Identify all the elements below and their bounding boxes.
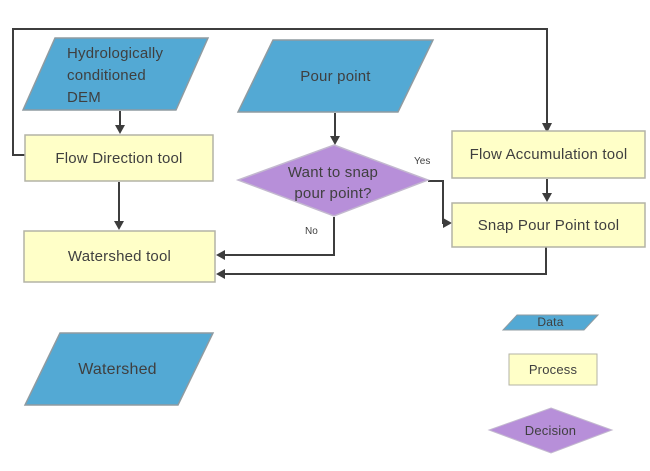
arrowhead-into-watershed-tool-right-1 bbox=[216, 250, 225, 260]
edge-flow-direction-to-flow-accumulation bbox=[12, 28, 548, 156]
edge-snap-pour-point-to-watershed-tool bbox=[225, 246, 547, 275]
arrowhead-into-watershed-tool-top bbox=[114, 221, 124, 230]
legend-decision-diamond bbox=[487, 407, 614, 454]
arrowhead-into-snap-pour-point-left bbox=[443, 218, 452, 228]
node-watershed-tool-rect bbox=[23, 230, 216, 283]
edge-label-no: No bbox=[305, 226, 318, 237]
arrowhead-into-decision bbox=[330, 136, 340, 145]
flow-accumulation-label: Flow Accumulation tool bbox=[469, 146, 628, 163]
arrowhead-into-snap-pour-point-top bbox=[542, 193, 552, 202]
node-snap-pour-point-rect bbox=[451, 202, 646, 248]
node-dem-parallelogram bbox=[21, 37, 210, 111]
legend-process-rect bbox=[508, 353, 598, 386]
legend-decision-label: Decision bbox=[524, 423, 577, 438]
node-pour-point-parallelogram bbox=[236, 39, 435, 113]
watershed-tool-label: Watershed tool bbox=[67, 248, 172, 265]
node-decision-diamond bbox=[235, 144, 431, 217]
node-watershed-parallelogram bbox=[23, 332, 215, 406]
watershed-label: Watershed bbox=[78, 360, 157, 378]
edge-label-yes: Yes bbox=[414, 156, 431, 167]
flow-direction-label: Flow Direction tool bbox=[55, 149, 183, 167]
legend-data-label: Data bbox=[537, 314, 564, 329]
legend-process-label: Process bbox=[528, 362, 578, 377]
node-flow-accumulation-rect bbox=[451, 130, 646, 179]
node-flow-direction-rect bbox=[24, 134, 214, 182]
arrowhead-into-watershed-tool-right-2 bbox=[216, 269, 225, 279]
edge-decision-yes-to-snap-pour-point bbox=[428, 180, 444, 224]
edge-decision-no-to-watershed-tool bbox=[225, 217, 335, 256]
arrowhead-into-flow-accumulation bbox=[542, 123, 552, 133]
snap-pour-point-label: Snap Pour Point tool bbox=[477, 216, 620, 234]
arrowhead-into-flow-direction bbox=[115, 125, 125, 134]
decision-label: Want to snap pour point? bbox=[287, 163, 379, 202]
dem-label: Hydrologically conditioned DEM bbox=[67, 45, 164, 106]
legend-data-parallelogram bbox=[501, 314, 600, 331]
pour-point-label: Pour point bbox=[300, 67, 371, 85]
